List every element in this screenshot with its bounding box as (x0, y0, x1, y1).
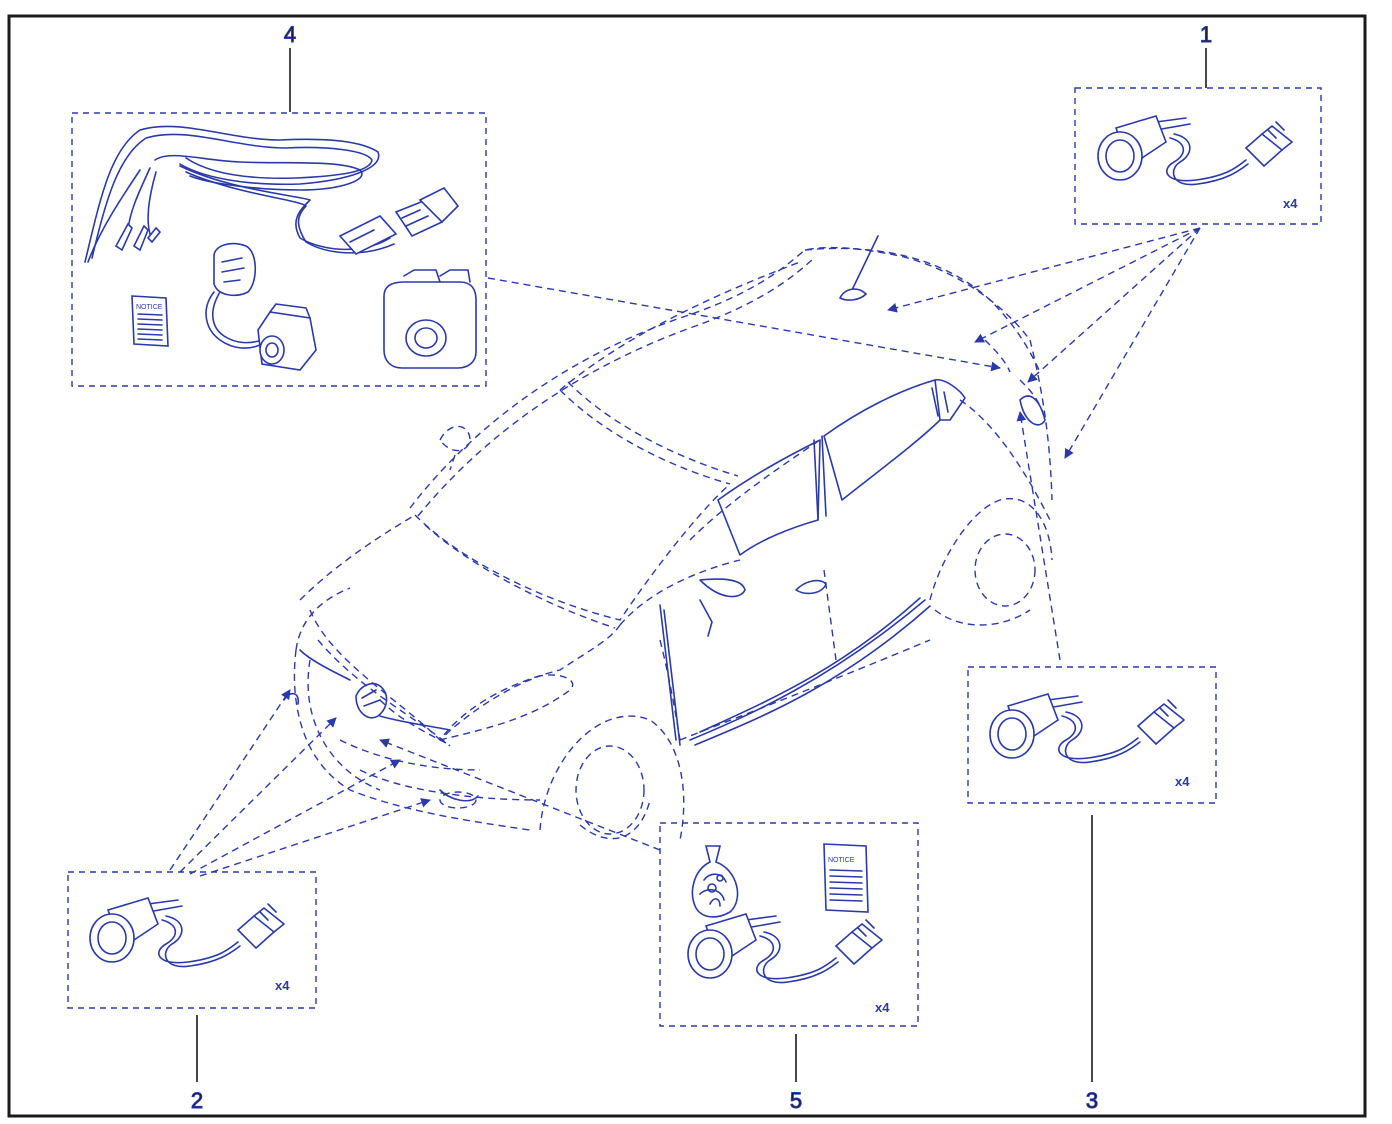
car-outline (283, 235, 1053, 841)
parking-sensor-icon (1097, 115, 1293, 186)
diagram-frame (7, 14, 1367, 1118)
parking-sensor-icon (687, 913, 883, 984)
part-5-box (659, 822, 919, 1027)
wiring-harness-icon (84, 125, 460, 263)
notice-booklet-icon: NOTICE (131, 295, 169, 347)
callout-2: 2 (191, 1088, 203, 1113)
part-1-quantity: x4 (1283, 196, 1298, 211)
camera-bracket-icon (383, 269, 477, 369)
rear-camera-icon (205, 242, 317, 371)
part-4-group: 4 NOTICE (71, 22, 487, 387)
callout-3: 3 (1086, 1088, 1098, 1113)
callout-1: 1 (1200, 22, 1212, 47)
parking-sensor-icon (989, 693, 1185, 764)
part-5-quantity: x4 (875, 1000, 890, 1015)
leader-arrows (169, 227, 1201, 877)
part-3-group: x4 3 (967, 666, 1217, 1114)
part-2-quantity: x4 (275, 978, 290, 993)
part-1-group: 1 x4 (1074, 22, 1322, 225)
part-2-box (67, 871, 317, 1009)
part-2-group: x4 2 (67, 871, 317, 1114)
fastener-bag-icon (691, 845, 739, 918)
callout-4: 4 (284, 22, 296, 47)
callout-5: 5 (790, 1088, 802, 1113)
notice-booklet-icon: NOTICE (823, 843, 869, 913)
part-4-box (71, 112, 487, 387)
part-3-box (967, 666, 1217, 804)
part-5-group: NOTICE x4 5 (659, 822, 919, 1114)
part-3-quantity: x4 (1175, 774, 1190, 789)
parking-sensor-icon (89, 897, 285, 968)
notice-label: NOTICE (828, 857, 855, 864)
part-1-box (1074, 87, 1322, 225)
notice-label: NOTICE (136, 304, 163, 311)
